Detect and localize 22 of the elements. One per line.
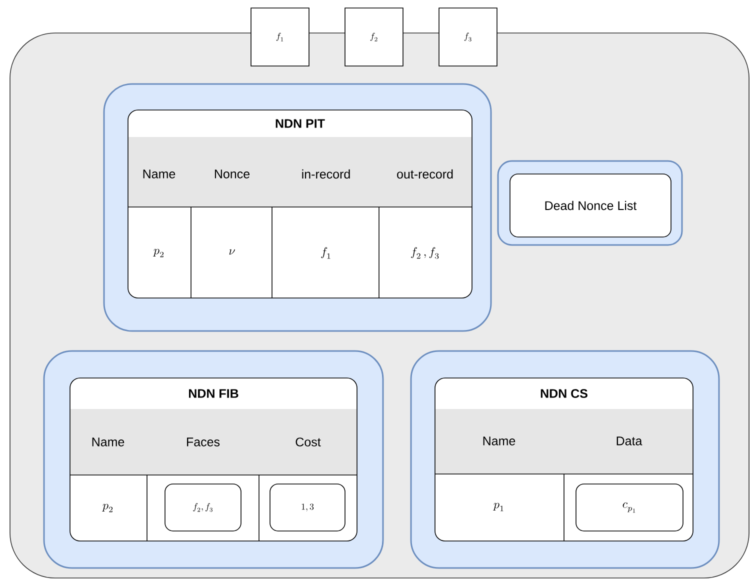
table-cell: $p_2$ [153,248,164,258]
table-cell: $p_1$ [493,502,504,512]
column-header: Faces [187,438,220,446]
table-cell: $f_2\,, f_3$ [411,247,439,259]
entry-box: $f_2, f_3$ [164,484,242,532]
table-cell: $f_1$ [321,247,330,259]
column-header: Name [92,438,124,446]
entry-box: Dead Nonce List [510,174,672,238]
column-header: out-record [397,169,453,179]
face-box: $f_2$ [344,8,404,66]
column-header: in-record [302,169,350,179]
column-header: Name [483,436,516,446]
table-cell: $p_2$ [102,504,113,512]
column-header: Data [616,436,642,446]
column-header: Name [143,170,176,178]
table-cell: $\nu$ [229,249,235,255]
face-box: $f_1$ [250,8,310,66]
face-box: $f_3$ [438,8,498,66]
entry-box: $1, 3$ [270,484,346,532]
column-header: Cost [296,438,321,446]
entry-box: $c_{p_1}$ [576,484,684,532]
column-header: Nonce [214,170,250,178]
